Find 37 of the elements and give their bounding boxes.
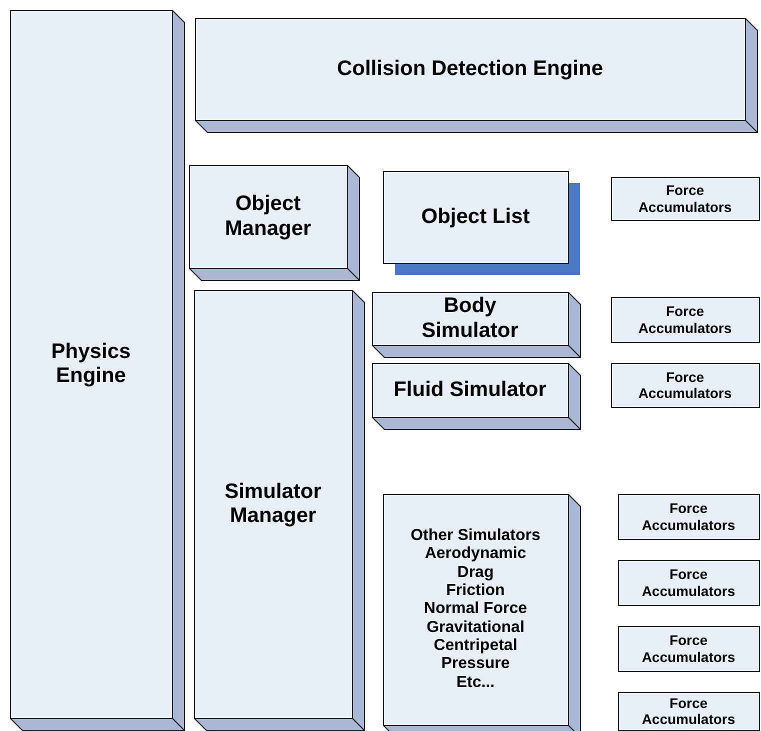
- simulator-block: [383, 494, 581, 731]
- list-heading: Other Simulators: [410, 526, 540, 546]
- accumulator-block: [611, 363, 760, 408]
- block-label: Force Accumulators: [640, 632, 736, 665]
- accumulator-block: [611, 297, 760, 343]
- accumulator-block: [618, 560, 760, 606]
- list-item: Etc...: [456, 674, 495, 692]
- list-item: Centripetal: [434, 637, 518, 656]
- list-item: Normal Force: [424, 600, 528, 619]
- block-label: Body Simulator: [420, 294, 520, 343]
- accumulator-block: [618, 692, 760, 731]
- block-label: Force Accumulators: [637, 368, 733, 402]
- simulator-block: [372, 363, 581, 430]
- list-item: Gravitational: [426, 618, 524, 638]
- list-item: Pressure: [441, 655, 510, 674]
- block-label: Force Accumulators: [640, 500, 736, 533]
- block-label: Force Accumulators: [640, 566, 736, 599]
- simulator-block: [372, 292, 581, 358]
- accumulator-block: [618, 626, 760, 672]
- block-label: Force Accumulators: [640, 694, 736, 728]
- list-block: [383, 171, 581, 276]
- accumulator-block: [618, 494, 760, 540]
- block-label: Fluid Simulator: [394, 378, 546, 402]
- block-label: Simulator Manager: [224, 480, 322, 528]
- block-label: Force Accumulators: [637, 182, 733, 215]
- block-label: Collision Detection Engine: [336, 56, 604, 82]
- module-block: [10, 10, 185, 731]
- block-label: Force Accumulators: [637, 303, 733, 336]
- list-item: Aerodynamic Drag: [424, 545, 528, 582]
- module-block: [195, 18, 758, 133]
- block-label: Object Manager: [224, 192, 312, 241]
- module-block: [189, 165, 360, 281]
- block-label: Object List: [421, 204, 530, 230]
- block-label: Physics Engine: [50, 340, 132, 388]
- list-item: Friction: [446, 582, 505, 600]
- module-block: [194, 290, 365, 731]
- accumulator-block: [611, 177, 760, 221]
